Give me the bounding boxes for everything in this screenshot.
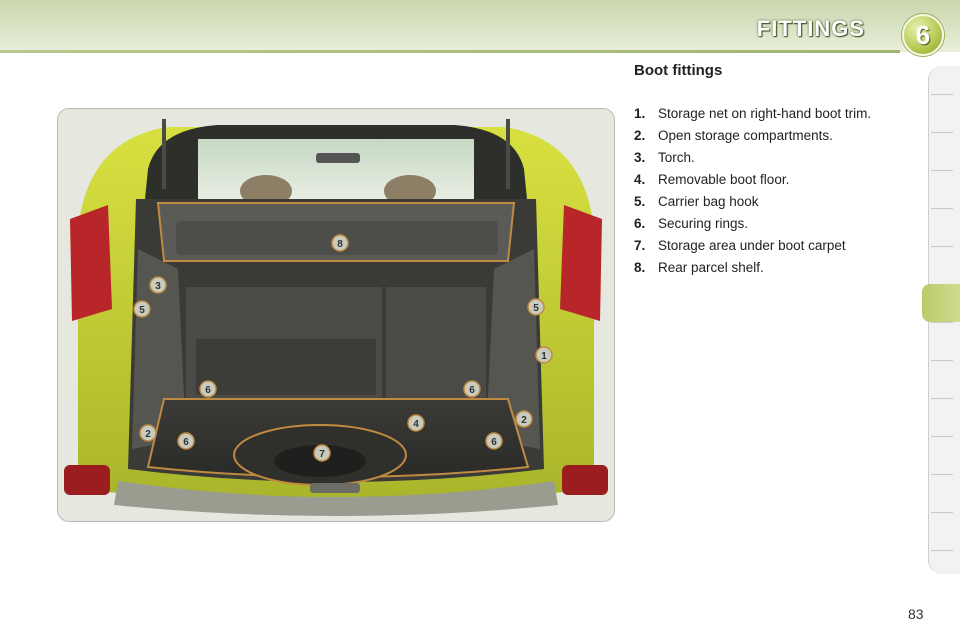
- item-text: Storage area under boot carpet: [658, 238, 846, 253]
- svg-text:8: 8: [337, 239, 343, 250]
- svg-text:2: 2: [145, 429, 151, 440]
- item-number: 4.: [634, 172, 646, 187]
- list-item: 2. Open storage compartments.: [634, 128, 871, 150]
- svg-text:6: 6: [469, 385, 475, 396]
- callout-7: 7: [313, 444, 331, 462]
- callout-2-right: 2: [515, 410, 533, 428]
- svg-text:5: 5: [139, 305, 145, 316]
- list-item: 4. Removable boot floor.: [634, 172, 871, 194]
- list-item: 3. Torch.: [634, 150, 871, 172]
- item-number: 1.: [634, 106, 646, 121]
- header-divider: [0, 50, 900, 53]
- svg-text:4: 4: [413, 419, 419, 430]
- callout-2-left: 2: [139, 424, 157, 442]
- item-number: 3.: [634, 150, 646, 165]
- chapter-number-badge: 6: [902, 14, 944, 56]
- svg-text:6: 6: [491, 437, 497, 448]
- svg-text:5: 5: [533, 303, 539, 314]
- svg-text:2: 2: [521, 415, 527, 426]
- callout-1: 1: [535, 346, 553, 364]
- callout-4: 4: [407, 414, 425, 432]
- list-item: 6. Securing rings.: [634, 216, 871, 238]
- chapter-tab-active[interactable]: [922, 284, 960, 322]
- header-band: [0, 0, 960, 52]
- item-text: Carrier bag hook: [658, 194, 759, 209]
- callout-6-upper-right: 6: [463, 380, 481, 398]
- svg-text:6: 6: [205, 385, 211, 396]
- item-text: Securing rings.: [658, 216, 749, 231]
- svg-text:6: 6: [183, 437, 189, 448]
- callout-5-left: 5: [133, 300, 151, 318]
- item-number: 7.: [634, 238, 646, 253]
- svg-text:1: 1: [541, 351, 547, 362]
- list-item: 8. Rear parcel shelf.: [634, 260, 871, 282]
- callout-6-upper-left: 6: [199, 380, 217, 398]
- callout-6-lower-left: 6: [177, 432, 195, 450]
- callout-3: 3: [149, 276, 167, 294]
- page-number: 83: [908, 606, 924, 622]
- callout-5-right: 5: [527, 298, 545, 316]
- fittings-list: 1. Storage net on right-hand boot trim. 2…: [634, 106, 871, 282]
- svg-text:3: 3: [155, 281, 161, 292]
- svg-text:7: 7: [319, 449, 325, 460]
- list-item: 1. Storage net on right-hand boot trim.: [634, 106, 871, 128]
- item-text: Torch.: [658, 150, 695, 165]
- item-number: 6.: [634, 216, 646, 231]
- item-number: 5.: [634, 194, 646, 209]
- list-item: 7. Storage area under boot carpet: [634, 238, 871, 260]
- item-text: Storage net on right-hand boot trim.: [658, 106, 872, 121]
- item-text: Removable boot floor.: [658, 172, 790, 187]
- boot-illustration: 8 3 5 5 1 6 6 4: [57, 108, 615, 522]
- page-title: FITTINGS: [756, 16, 865, 41]
- section-title: Boot fittings: [634, 62, 723, 79]
- list-item: 5. Carrier bag hook: [634, 194, 871, 216]
- item-text: Open storage compartments.: [658, 128, 833, 143]
- item-number: 2.: [634, 128, 646, 143]
- item-text: Rear parcel shelf.: [658, 260, 764, 275]
- callout-8: 8: [331, 234, 349, 252]
- item-number: 8.: [634, 260, 646, 275]
- callout-6-lower-right: 6: [485, 432, 503, 450]
